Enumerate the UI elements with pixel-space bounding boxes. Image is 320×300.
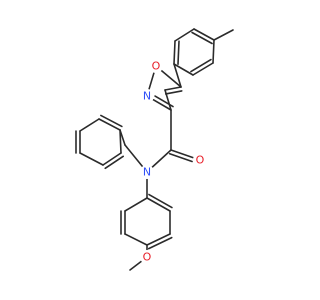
ring-oxygen-label: O <box>152 60 161 73</box>
amide-nitrogen-label: N <box>143 166 151 179</box>
single-bond <box>124 233 148 246</box>
single-bond <box>160 69 182 88</box>
single-bond <box>129 260 143 271</box>
double-bond-inner <box>190 58 212 73</box>
double-bond-inner <box>147 236 173 250</box>
single-bond <box>119 129 122 154</box>
double-bond <box>173 40 176 65</box>
double-bond <box>152 98 172 111</box>
ring-nitrogen-label: N <box>143 90 151 103</box>
molecule-structure: O N N O O <box>75 28 234 271</box>
ring-nitrogen-atom: N <box>140 89 154 103</box>
single-bond <box>173 63 194 76</box>
single-bond <box>173 63 182 88</box>
single-bond <box>124 197 148 212</box>
single-bond <box>212 39 215 64</box>
single-bond <box>79 118 100 132</box>
carbonyl-oxygen-label: O <box>196 154 205 167</box>
double-bond-inner <box>148 193 173 209</box>
single-bond <box>213 29 234 41</box>
double-bond <box>193 28 215 41</box>
double-bond <box>192 62 214 76</box>
carbonyl-oxygen-atom: O <box>193 153 207 167</box>
methoxy-oxygen-label: O <box>143 251 152 264</box>
single-bond <box>148 71 155 91</box>
atom-label-layer: O N N O O <box>140 59 207 264</box>
single-bond <box>174 28 195 42</box>
ring-oxygen-atom: O <box>149 59 163 73</box>
amide-nitrogen-atom: N <box>140 165 154 179</box>
double-bond-inner <box>191 31 213 45</box>
double-bond <box>170 149 195 159</box>
single-bond <box>79 152 104 166</box>
double-bond <box>164 86 182 91</box>
double-bond <box>146 233 171 246</box>
double-bond <box>98 118 121 131</box>
double-bond-inner <box>177 40 180 65</box>
structure-canvas: O N N O O <box>75 28 234 271</box>
bond-layer <box>75 28 234 271</box>
double-bond-inner <box>100 114 123 128</box>
single-bond <box>124 144 144 168</box>
double-bond <box>102 152 122 166</box>
double-bond-inner <box>164 90 183 95</box>
double-bond-inner <box>104 155 125 170</box>
methoxy-oxygen-atom: O <box>140 250 154 264</box>
single-bond <box>151 149 172 169</box>
double-bond-inner <box>168 152 193 163</box>
double-bond <box>146 197 171 212</box>
